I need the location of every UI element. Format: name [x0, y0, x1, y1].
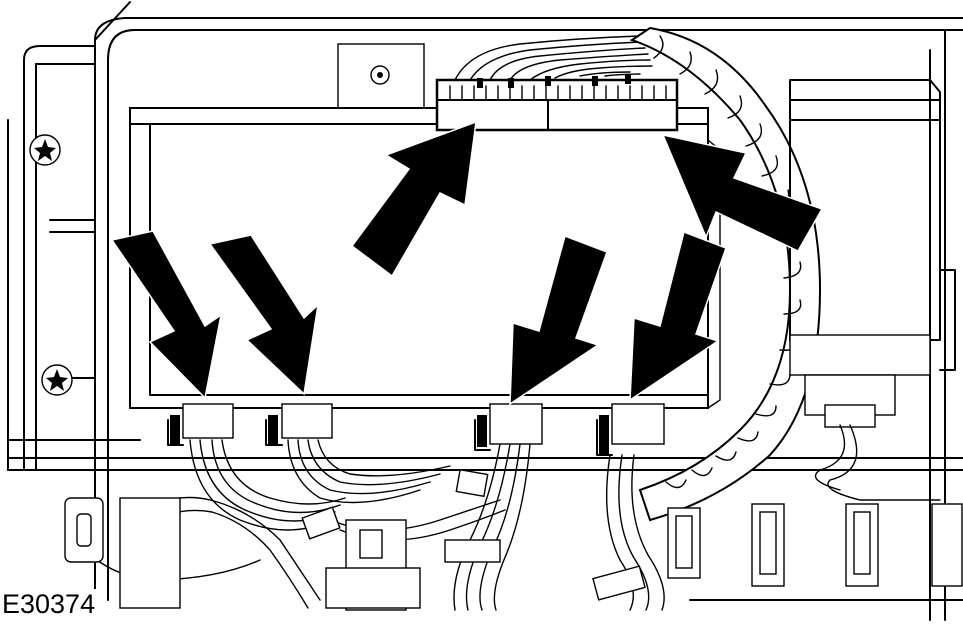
arrow-pointer-4	[509, 235, 608, 406]
top-mounting-bracket	[337, 43, 425, 111]
bottom-connector-4	[596, 403, 665, 456]
right-relay-box	[789, 79, 956, 501]
arrow-pointer-1	[110, 230, 223, 400]
arrow-pointer-2	[208, 234, 320, 396]
arrow-pointer-6	[661, 133, 824, 252]
top-connector-block	[435, 74, 679, 132]
mounting-screw-upper-icon	[29, 134, 61, 166]
arrow-pointer-5	[629, 230, 727, 402]
bottom-components	[64, 497, 963, 611]
pointer-arrows	[110, 120, 824, 406]
mounting-screw-lower-icon	[41, 364, 73, 396]
bottom-connector-3	[474, 403, 543, 451]
bottom-connector-2	[265, 403, 333, 446]
figure-reference-code: E30374	[2, 589, 99, 619]
top-wiring-harness	[454, 35, 653, 81]
corrugated-conduit	[629, 26, 822, 522]
bottom-connector-1	[167, 403, 234, 446]
arrow-pointer-3	[350, 120, 477, 278]
